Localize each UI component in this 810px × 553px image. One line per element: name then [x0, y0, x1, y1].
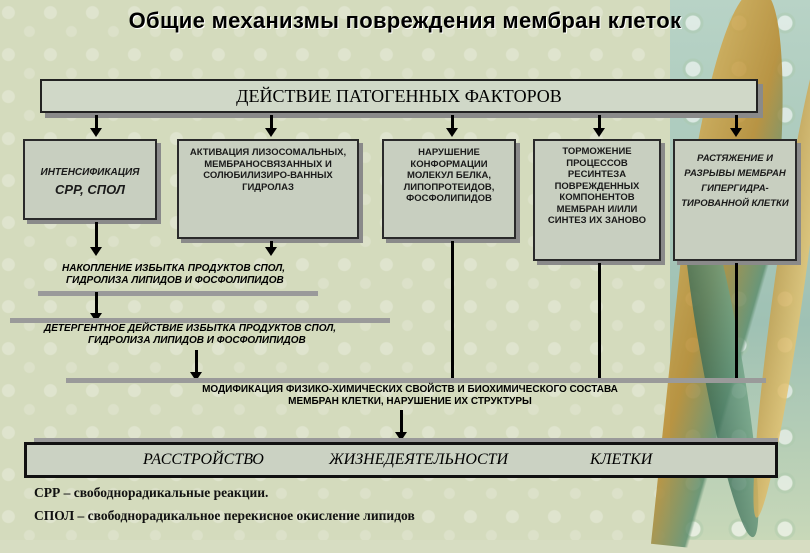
arrow-head — [90, 247, 102, 256]
box-intensification-line2: СРР, СПОЛ — [55, 181, 125, 197]
connector-line — [735, 263, 738, 378]
arrow-line — [270, 241, 273, 249]
box-conformation-text: НАРУШЕНИЕ КОНФОРМАЦИИ МОЛЕКУЛ БЕЛКА, ЛИП… — [403, 147, 495, 204]
row-overline — [10, 318, 390, 323]
result-word3: КЛЕТКИ — [590, 451, 653, 468]
banner-box: ДЕЙСТВИЕ ПАТОГЕННЫХ ФАКТОРОВ — [40, 79, 758, 113]
accumulation-line2: ГИДРОЛИЗА ЛИПИДОВ И ФОСФОЛИПИДОВ — [66, 274, 284, 286]
modification-line1: МОДИФИКАЦИЯ ФИЗИКО-ХИМИЧЕСКИХ СВОЙСТВ И … — [202, 384, 618, 395]
arrow-head — [265, 247, 277, 256]
box-intensification-line1: ИНТЕНСИФИКАЦИЯ — [40, 167, 140, 178]
result-word2: ЖИЗНЕДЕЯТЕЛЬНОСТИ — [329, 451, 509, 468]
arrow-head — [593, 128, 605, 137]
modification-text: МОДИФИКАЦИЯ ФИЗИКО-ХИМИЧЕСКИХ СВОЙСТВ И … — [100, 384, 720, 407]
arrow-line — [95, 115, 98, 129]
arrow-head — [395, 432, 407, 441]
box-resynthesis-inhibition: ТОРМОЖЕНИЕ ПРОЦЕССОВ РЕСИНТЕЗА ПОВРЕЖДЕН… — [533, 139, 661, 261]
box-conformation-disorder: НАРУШЕНИЕ КОНФОРМАЦИИ МОЛЕКУЛ БЕЛКА, ЛИП… — [382, 139, 516, 239]
result-word1: РАССТРОЙСТВО — [143, 451, 264, 468]
connector-line — [598, 263, 601, 378]
connector-line — [451, 241, 454, 378]
arrow-line — [95, 292, 98, 314]
box-rupture-text: РАСТЯЖЕНИЕ И РАЗРЫВЫ МЕМБРАН ГИПЕРГИДРА-… — [681, 153, 789, 209]
arrow-line — [270, 115, 273, 129]
banner-text: ДЕЙСТВИЕ ПАТОГЕННЫХ ФАКТОРОВ — [236, 85, 562, 106]
detergent-line1: ДЕТЕРГЕНТНОЕ ДЕЙСТВИЕ ИЗБЫТКА ПРОДУКТОВ … — [44, 323, 337, 334]
legend-spol: СПОЛ – свободнорадикальное перекисное ок… — [34, 508, 415, 523]
detergent-text: ДЕТЕРГЕНТНОЕ ДЕЙСТВИЕ ИЗБЫТКА ПРОДУКТОВ … — [44, 323, 424, 346]
modification-line2: МЕМБРАН КЛЕТКИ, НАРУШЕНИЕ ИХ СТРУКТУРЫ — [288, 395, 532, 407]
row-overline — [66, 378, 766, 383]
arrow-line — [598, 115, 601, 129]
arrow-line — [400, 410, 403, 434]
box-hydrolase-text: АКТИВАЦИЯ ЛИЗОСОМАЛЬНЫХ, МЕМБРАНОСВЯЗАНН… — [189, 147, 347, 193]
result-box: РАССТРОЙСТВО ЖИЗНЕДЕЯТЕЛЬНОСТИ КЛЕТКИ — [24, 442, 778, 478]
arrow-head — [90, 313, 102, 322]
arrow-line — [195, 350, 198, 374]
accumulation-line1: НАКОПЛЕНИЕ ИЗБЫТКА ПРОДУКТОВ СПОЛ, — [62, 263, 286, 274]
arrow-head — [190, 372, 202, 381]
slide-title: Общие механизмы повреждения мембран клет… — [128, 8, 682, 33]
box-membrane-rupture: РАСТЯЖЕНИЕ И РАЗРЫВЫ МЕМБРАН ГИПЕРГИДРА-… — [673, 139, 797, 261]
legend-srr: СРР – свободнорадикальные реакции. — [34, 485, 269, 500]
arrow-line — [451, 115, 454, 129]
arrow-head — [730, 128, 742, 137]
box-hydrolase-activation: АКТИВАЦИЯ ЛИЗОСОМАЛЬНЫХ, МЕМБРАНОСВЯЗАНН… — [177, 139, 359, 239]
detergent-line2: ГИДРОЛИЗА ЛИПИДОВ И ФОСФОЛИПИДОВ — [88, 334, 306, 346]
arrow-head — [446, 128, 458, 137]
arrow-line — [95, 222, 98, 248]
row-overline — [34, 438, 778, 443]
accumulation-text: НАКОПЛЕНИЕ ИЗБЫТКА ПРОДУКТОВ СПОЛ, ГИДРО… — [62, 263, 382, 286]
box-intensification: ИНТЕНСИФИКАЦИЯ СРР, СПОЛ — [23, 139, 157, 220]
arrow-line — [735, 115, 738, 129]
row-underline — [38, 291, 318, 296]
box-resynthesis-text: ТОРМОЖЕНИЕ ПРОЦЕССОВ РЕСИНТЕЗА ПОВРЕЖДЕН… — [547, 146, 647, 226]
arrow-head — [90, 128, 102, 137]
arrow-head — [265, 128, 277, 137]
